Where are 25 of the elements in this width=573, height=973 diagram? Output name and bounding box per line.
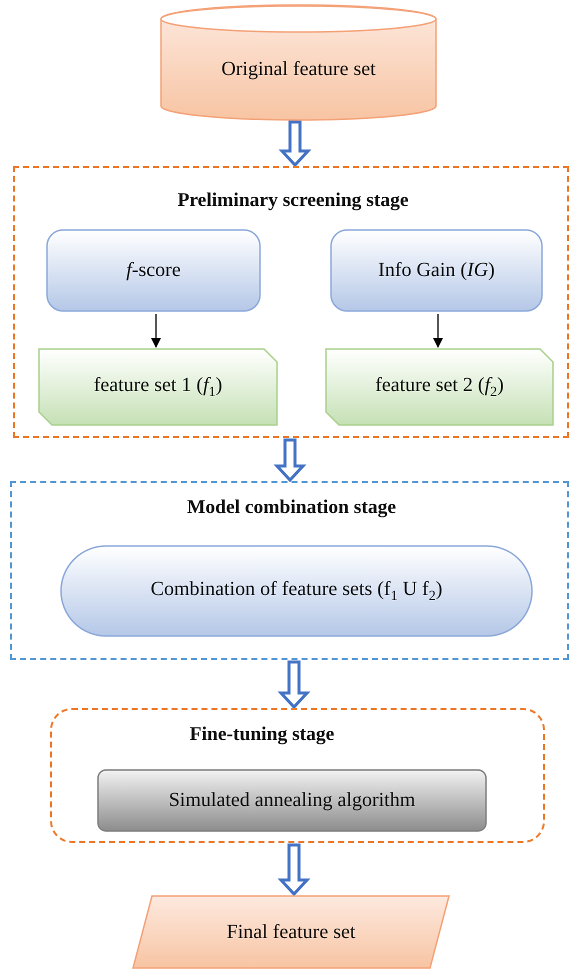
node-label: Simulated annealing algorithm [168, 789, 416, 812]
process-box [97, 769, 487, 832]
block-arrow [278, 844, 310, 896]
stage-heading: Fine-tuning stage [188, 724, 336, 746]
data-parallelogram [132, 895, 450, 969]
block-arrow [274, 438, 306, 482]
node-label: feature set 2 (f$_{2}$) [374, 374, 505, 400]
stage-heading: Preliminary screening stage [176, 190, 410, 212]
node-label: f-score [125, 259, 182, 282]
output-box [325, 348, 554, 426]
process-box [330, 229, 543, 312]
node-label: Info Gain (IG) [377, 259, 496, 282]
stage-panel [50, 708, 545, 843]
node-label: feature set 1 (f$_{1}$) [92, 374, 224, 400]
arrow [433, 314, 443, 348]
block-arrow [278, 120, 312, 168]
node-label: Final feature set [226, 920, 356, 944]
stage-panel [13, 166, 569, 438]
process-box [46, 229, 261, 312]
output-box [38, 348, 278, 426]
node-label: Combination of feature sets (f$_{1}$ U f$_{2}$) [150, 578, 444, 604]
stage-heading: Model combination stage [186, 497, 398, 519]
arrow [151, 314, 161, 348]
stage-panel [10, 481, 569, 660]
block-arrow [278, 660, 310, 710]
